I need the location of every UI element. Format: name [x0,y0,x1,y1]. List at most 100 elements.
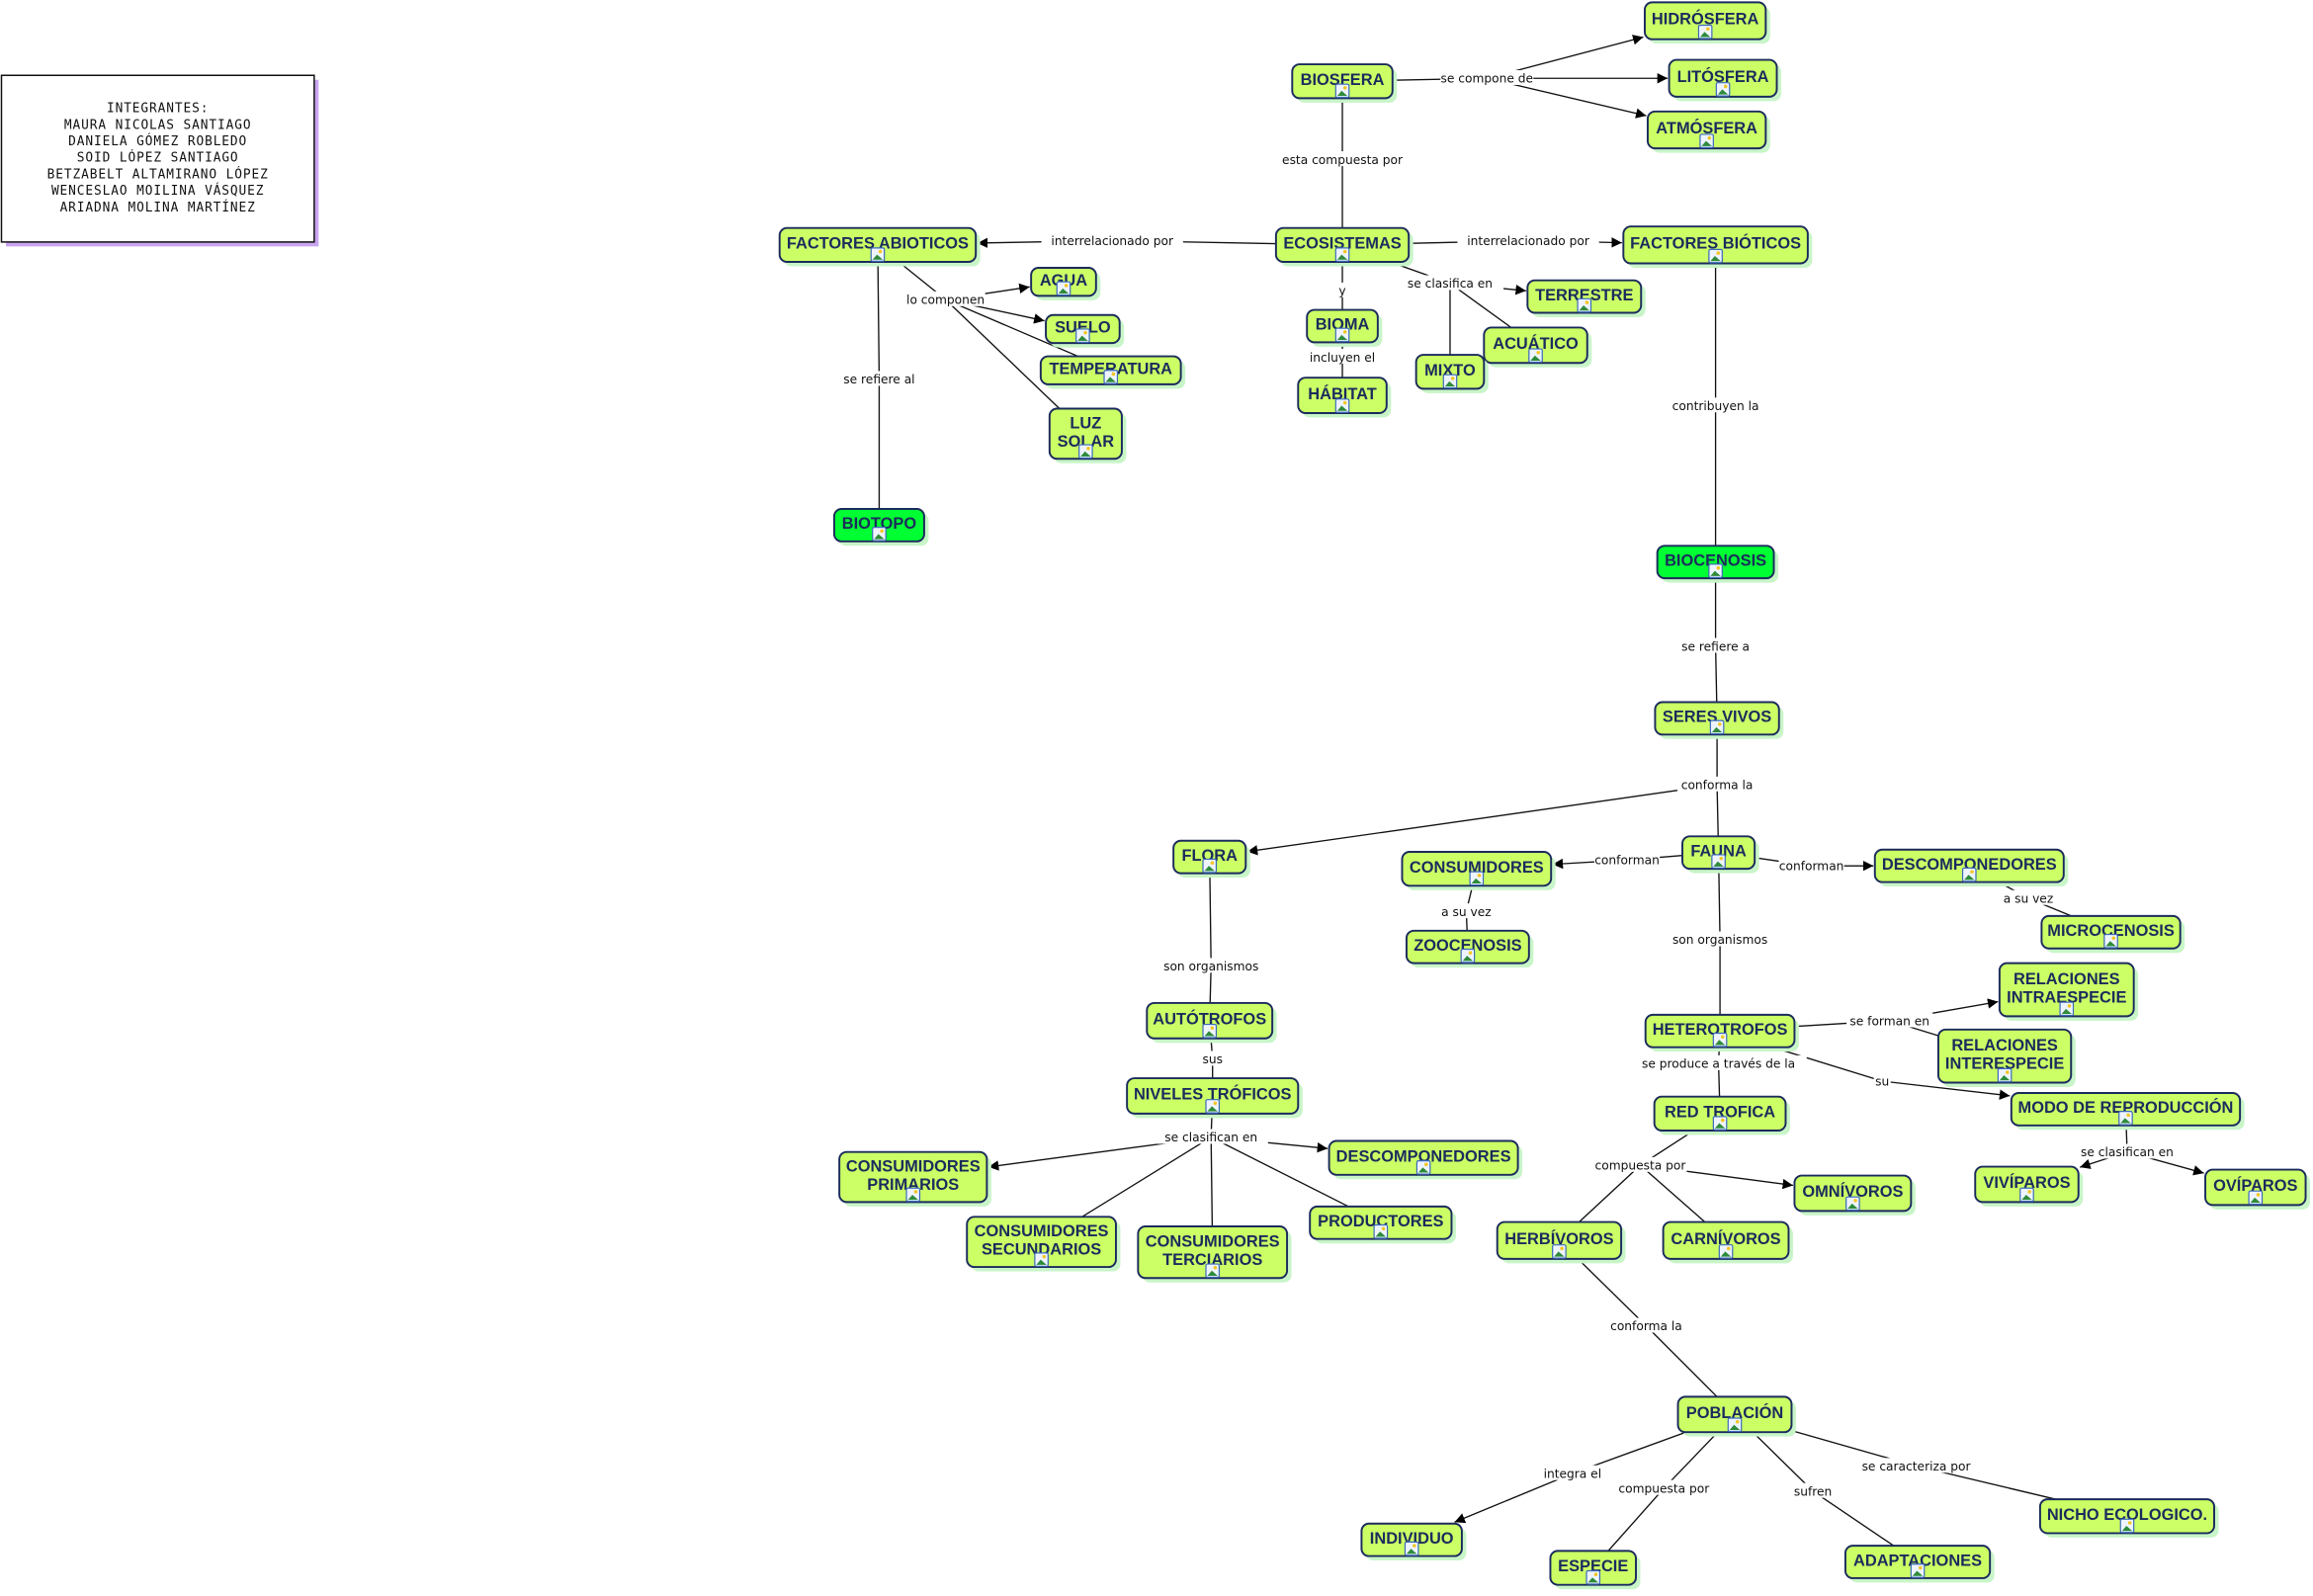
link-label[interactable]: conforman [1779,860,1844,874]
image-icon[interactable] [2019,1187,2034,1203]
image-icon[interactable] [1334,327,1350,343]
link-label[interactable]: se refiere al [843,373,914,386]
link-label[interactable]: se forman en [1849,1014,1929,1028]
image-icon[interactable] [1373,1223,1389,1239]
image-icon[interactable] [1334,398,1350,413]
image-icon[interactable] [1718,1244,1734,1259]
image-icon[interactable] [1585,1569,1601,1585]
concept-node-fauna[interactable]: FAUNA [1681,835,1759,874]
image-icon[interactable] [1845,1196,1860,1212]
image-icon[interactable] [1708,248,1723,264]
concept-node-acuatico[interactable]: ACUÁTICO [1483,326,1592,368]
concept-node-terrestre[interactable]: TERRESTRE [1526,279,1646,317]
link-label[interactable]: esta compuesta por [1282,153,1404,167]
image-icon[interactable] [2119,1518,2135,1534]
concept-node-temperatura[interactable]: TEMPERATURA [1039,355,1186,389]
link-label[interactable]: se compone de [1441,72,1534,86]
link-label[interactable]: interrelacionado por [1467,234,1590,248]
image-icon[interactable] [2248,1190,2264,1206]
image-icon[interactable] [1404,1541,1419,1556]
concept-node-zoocenosis[interactable]: ZOOCENOSIS [1405,929,1534,968]
link-label[interactable]: compuesta por [1618,1481,1710,1495]
concept-node-biocenosis[interactable]: BIOCENOSIS [1656,545,1779,583]
concept-node-litosfera[interactable]: LITÓSFERA [1668,58,1782,102]
concept-node-biotopo[interactable]: BIOTOPO [832,508,929,546]
link-label[interactable]: conforma la [1610,1319,1682,1333]
concept-node-nicho[interactable]: NICHO ECOLOGICO. [2038,1498,2219,1538]
image-icon[interactable] [1415,1160,1431,1175]
concept-node-modo[interactable]: MODO DE REPRODUCCIÓN [2010,1091,2245,1131]
image-icon[interactable] [1712,1116,1728,1131]
concept-node-descompR[interactable]: DESCOMPONEDORES [1873,848,2069,887]
link-label[interactable]: conforma la [1681,779,1754,793]
link-label[interactable]: se refiere a [1681,639,1750,653]
link-label[interactable]: compuesta por [1595,1159,1687,1173]
link-label[interactable]: se caracteriza por [1862,1460,1972,1473]
image-icon[interactable] [1727,1417,1743,1433]
concept-node-habitat[interactable]: HÁBITAT [1297,377,1392,418]
concept-node-biosfera[interactable]: BIOSFERA [1291,63,1398,103]
concept-node-atmosfera[interactable]: ATMÓSFERA [1646,110,1770,153]
link-label[interactable]: se produce a través de la [1642,1057,1795,1071]
concept-node-agua[interactable]: AGUA [1030,267,1101,300]
concept-node-ecosistemas[interactable]: ECOSISTEMAS [1274,226,1414,267]
link-label[interactable]: sufren [1794,1484,1832,1498]
image-icon[interactable] [1078,444,1093,460]
members-box[interactable]: INTEGRANTES:MAURA NICOLAS SANTIAGODANIEL… [0,74,319,247]
image-icon[interactable] [1910,1563,1926,1578]
image-icon[interactable] [1334,247,1350,262]
link-label[interactable]: contribuyen la [1672,399,1759,413]
image-icon[interactable] [1709,719,1725,735]
link-label[interactable]: interrelacionado por [1051,234,1174,248]
link-label[interactable]: se clasifican en [2081,1145,2174,1159]
concept-node-autotrofos[interactable]: AUTÓTROFOS [1146,1001,1277,1044]
concept-node-suelo[interactable]: SUELO [1045,313,1125,348]
concept-node-microcenosis[interactable]: MICROCENOSIS [2040,914,2185,954]
image-icon[interactable] [872,527,887,542]
image-icon[interactable] [1205,1099,1221,1114]
link-label[interactable]: son organismos [1672,933,1767,947]
concept-node-herbivoros[interactable]: HERBÍVOROS [1496,1220,1626,1264]
image-icon[interactable] [2118,1111,2133,1126]
link-label[interactable]: se clasifican en [1164,1131,1257,1144]
image-icon[interactable] [1034,1252,1049,1267]
concept-node-individuo[interactable]: INDIVIDUO [1360,1522,1467,1561]
link-label[interactable]: se clasifica en [1408,277,1493,291]
concept-node-flora[interactable]: FLORA [1172,839,1250,879]
link-label[interactable]: conforman [1594,854,1660,868]
concept-node-oviparos[interactable]: OVÍPAROS [2204,1168,2311,1210]
image-icon[interactable] [1469,871,1485,886]
concept-node-omnivoros[interactable]: OMNÍVOROS [1793,1174,1916,1216]
concept-node-niveles[interactable]: NIVELES TRÓFICOS [1126,1077,1303,1119]
image-icon[interactable] [1460,948,1476,964]
image-icon[interactable] [1528,348,1543,364]
image-icon[interactable] [1711,854,1726,869]
image-icon[interactable] [1075,328,1090,343]
concept-node-viviparos[interactable]: VIVÍPAROS [1974,1165,2084,1207]
concept-node-consumidores[interactable]: CONSUMIDORES [1401,851,1556,890]
concept-node-adaptaciones[interactable]: ADAPTACIONES [1843,1545,1995,1583]
concept-node-hidrosfera[interactable]: HIDRÓSFERA [1643,1,1770,44]
image-icon[interactable] [870,247,886,262]
concept-node-descompL[interactable]: DESCOMPONEDORES [1328,1139,1523,1180]
link-label[interactable]: lo componen [906,294,985,307]
image-icon[interactable] [1697,24,1713,40]
concept-node-carnivoros[interactable]: CARNÍVOROS [1662,1220,1793,1264]
image-icon[interactable] [1712,1032,1728,1048]
image-icon[interactable] [1577,297,1592,313]
image-icon[interactable] [1997,1067,2013,1083]
concept-node-poblacion[interactable]: POBLACIÓN [1676,1395,1796,1437]
image-icon[interactable] [1334,83,1350,99]
image-icon[interactable] [2103,933,2118,949]
image-icon[interactable] [1442,374,1458,389]
image-icon[interactable] [1708,563,1723,578]
concept-node-productores[interactable]: PRODUCTORES [1309,1205,1456,1244]
concept-node-mixto[interactable]: MIXTO [1414,354,1489,393]
image-icon[interactable] [2059,1001,2075,1017]
link-label[interactable]: sus [1202,1052,1222,1066]
link-label[interactable]: incluyen el [1310,351,1375,365]
